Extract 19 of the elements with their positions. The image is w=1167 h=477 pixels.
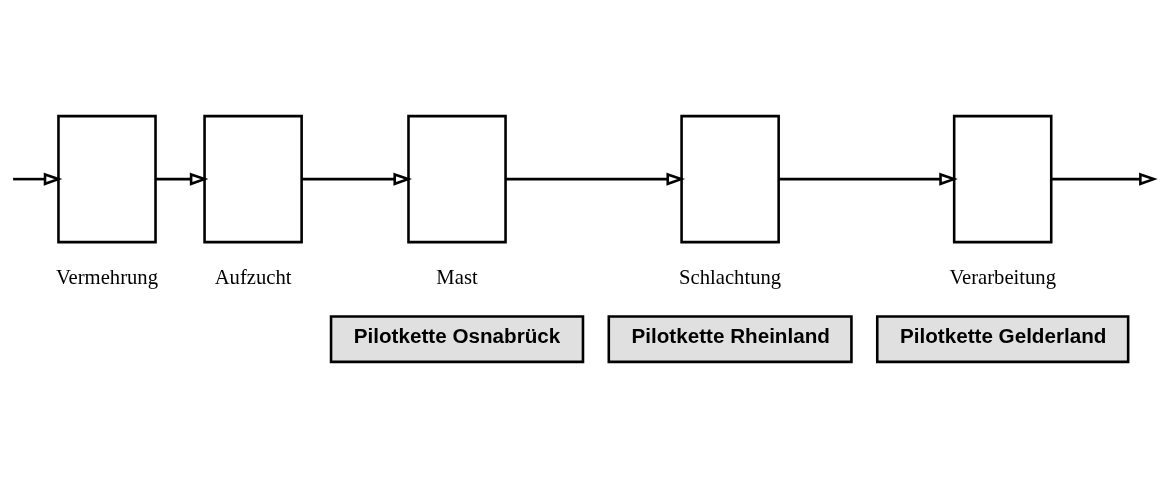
node-box: Pilotkette Gelderland xyxy=(875,314,1130,363)
arrow xyxy=(1051,172,1158,186)
node-box xyxy=(57,114,157,243)
arrow xyxy=(301,172,413,186)
node-label: Verarbeitung xyxy=(949,265,1057,288)
arrow xyxy=(13,172,63,186)
node-box: Pilotkette Rheinland xyxy=(607,314,853,363)
node-box: Pilotkette Osnabrück xyxy=(329,314,585,363)
node-label: Schlachtung xyxy=(679,265,782,288)
node-label: Vermehrung xyxy=(55,265,159,288)
arrow xyxy=(778,172,958,186)
node-box xyxy=(680,114,780,243)
arrow xyxy=(155,172,209,186)
node-label: Mast xyxy=(436,265,478,288)
arrow xyxy=(505,172,686,186)
node-box xyxy=(203,114,303,243)
node-box xyxy=(407,114,507,243)
node-box xyxy=(952,114,1053,243)
node-label: Aufzucht xyxy=(214,265,292,288)
